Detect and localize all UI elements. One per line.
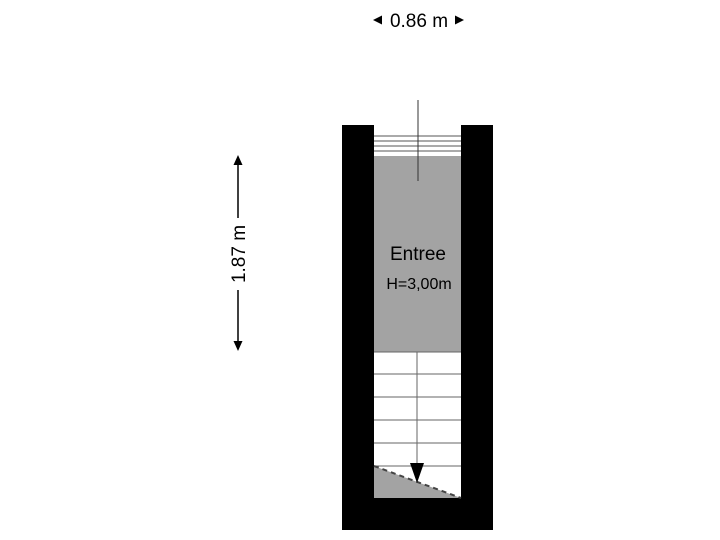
wall-bottom	[342, 498, 493, 530]
walls	[342, 125, 493, 530]
width-dimension-label: 0.86 m	[390, 11, 448, 32]
width-arrow-left	[373, 15, 382, 25]
room-entree	[374, 156, 461, 352]
stair-direction-arrow	[410, 463, 424, 483]
width-dimension: 0.86 m	[373, 11, 464, 32]
wall-right	[461, 125, 493, 530]
stair-cut-line	[373, 465, 462, 499]
room-name: Entree	[390, 244, 446, 265]
depth-dimension: 1.87 m	[229, 155, 250, 351]
width-arrow-right	[455, 15, 464, 25]
wall-left	[342, 125, 374, 530]
depth-dimension-label: 1.87 m	[229, 225, 250, 283]
room-height: H=3,00m	[386, 276, 451, 293]
staircase	[373, 351, 462, 499]
depth-arrow-top	[233, 155, 243, 165]
depth-arrow-bottom	[233, 341, 243, 351]
